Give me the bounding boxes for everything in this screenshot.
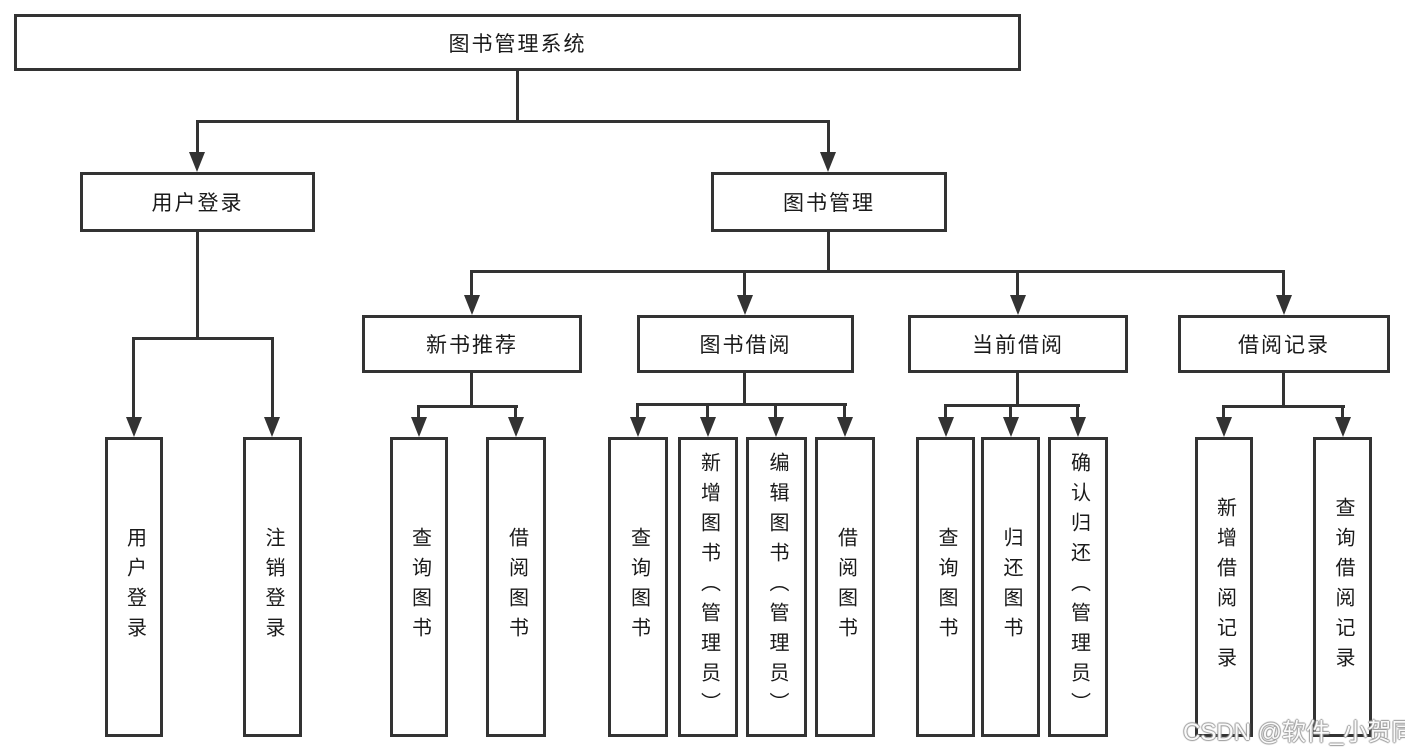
node-book-borrow: 图书借阅 [637,315,854,373]
arrowhead-new-book [464,295,480,315]
arrowhead-book-management [820,152,836,172]
edge-drop-book-borrow [743,270,746,299]
csdn-watermark: CSDN @软件_小贺同学 [1183,719,1405,746]
arrowhead-user-login [189,152,205,172]
leaf-nb-query-books: 查询图书 [390,437,448,737]
leaf-bb-edit-books-admin-label: 编辑图书（管理员） [766,452,788,722]
node-current-borrow: 当前借阅 [908,315,1128,373]
leaf-nb-borrow-books: 借阅图书 [486,437,546,737]
node-book-management: 图书管理 [711,172,947,232]
node-current-borrow-label: 当前借阅 [972,334,1064,357]
arrowhead-cb-query [938,417,954,437]
edge-drop-br-query [1341,405,1344,421]
edge-drop-cb-return [1009,404,1012,419]
edge-drop-borrow-records [1282,270,1285,299]
edge-new-book-stem [470,373,473,405]
leaf-logout-label: 注销登录 [262,527,284,647]
leaf-nb-borrow-books-label: 借阅图书 [505,527,528,647]
edge-root-stem [516,70,519,120]
leaf-br-query-record: 查询借阅记录 [1313,437,1372,737]
leaf-cb-return-books: 归还图书 [981,437,1040,737]
node-borrow-records: 借阅记录 [1178,315,1390,373]
node-borrow-records-label: 借阅记录 [1238,334,1330,357]
edge-user-login-split [132,337,274,340]
edge-borrow-records-split [1222,405,1345,408]
edge-drop-login-leaf [132,337,135,421]
edge-drop-bb-add [706,403,709,421]
arrowhead-bb-borrow [837,417,853,437]
arrowhead-bb-query [630,417,646,437]
edge-root-split [196,120,830,123]
leaf-br-add-record-label: 新增借阅记录 [1213,497,1236,677]
edge-drop-nb-query [417,405,420,421]
leaf-cb-query-books: 查询图书 [916,437,975,737]
edge-drop-current-borrow [1016,270,1019,299]
edge-user-login-stem [196,232,199,337]
edge-drop-nb-borrow [514,405,517,421]
edge-drop-cb-confirm [1076,404,1079,419]
edge-borrow-records-stem [1282,373,1285,405]
leaf-bb-borrow-books-label: 借阅图书 [834,527,857,647]
leaf-user-login: 用户登录 [105,437,163,737]
leaf-bb-query-books: 查询图书 [608,437,668,737]
leaf-br-query-record-label: 查询借阅记录 [1332,497,1354,677]
edge-drop-book-management [827,120,830,156]
edge-drop-logout-leaf [271,337,274,421]
arrowhead-bb-add [700,417,716,437]
edge-book-management-split [470,270,1285,273]
edge-drop-cb-query [944,404,947,419]
node-new-book-recommend-label: 新书推荐 [426,334,518,357]
leaf-br-add-record: 新增借阅记录 [1195,437,1253,737]
edge-drop-bb-query [636,403,639,421]
leaf-bb-borrow-books: 借阅图书 [815,437,875,737]
arrowhead-current-borrow [1010,295,1026,315]
edge-current-borrow-split [944,404,1080,407]
leaf-bb-add-books-admin-label: 新增图书（管理员） [697,452,720,722]
node-user-login-label: 用户登录 [151,192,244,215]
leaf-bb-add-books-admin: 新增图书（管理员） [678,437,738,737]
edge-book-borrow-split [636,403,847,406]
edge-current-borrow-stem [1016,373,1019,404]
leaf-bb-query-books-label: 查询图书 [627,527,650,647]
leaf-logout: 注销登录 [243,437,302,737]
leaf-user-login-label: 用户登录 [123,527,146,647]
node-book-management-label: 图书管理 [783,192,875,215]
edge-drop-bb-edit [774,403,777,421]
leaf-bb-edit-books-admin: 编辑图书（管理员） [746,437,807,737]
edge-book-borrow-stem [743,373,746,403]
arrowhead-br-add [1216,417,1232,437]
leaf-cb-query-books-label: 查询图书 [935,527,957,647]
arrowhead-book-borrow [737,295,753,315]
leaf-cb-confirm-return-admin-label: 确认归还（管理员） [1067,452,1090,722]
edge-drop-user-login [196,120,199,156]
leaf-cb-confirm-return-admin: 确认归还（管理员） [1048,437,1108,737]
leaf-nb-query-books-label: 查询图书 [408,527,431,647]
node-book-borrow-label: 图书借阅 [699,334,792,357]
edge-new-book-split [417,405,518,408]
arrowhead-bb-edit [768,417,784,437]
node-user-login: 用户登录 [80,172,315,232]
node-new-book-recommend: 新书推荐 [362,315,582,373]
arrowhead-cb-confirm [1070,417,1086,437]
edge-drop-bb-borrow [843,403,846,421]
arrowhead-logout-leaf [264,417,280,437]
edge-drop-br-add [1222,405,1225,421]
leaf-cb-return-books-label: 归还图书 [1000,527,1022,647]
edge-book-management-stem [827,232,830,270]
arrowhead-nb-borrow [508,417,524,437]
edge-drop-new-book [470,270,473,299]
arrowhead-login-leaf [126,417,142,437]
arrowhead-borrow-records [1276,295,1292,315]
arrowhead-nb-query [411,417,427,437]
arrowhead-cb-return [1003,417,1019,437]
node-library-system-label: 图书管理系统 [448,32,587,56]
node-library-system: 图书管理系统 [14,14,1021,71]
arrowhead-br-query [1335,417,1351,437]
